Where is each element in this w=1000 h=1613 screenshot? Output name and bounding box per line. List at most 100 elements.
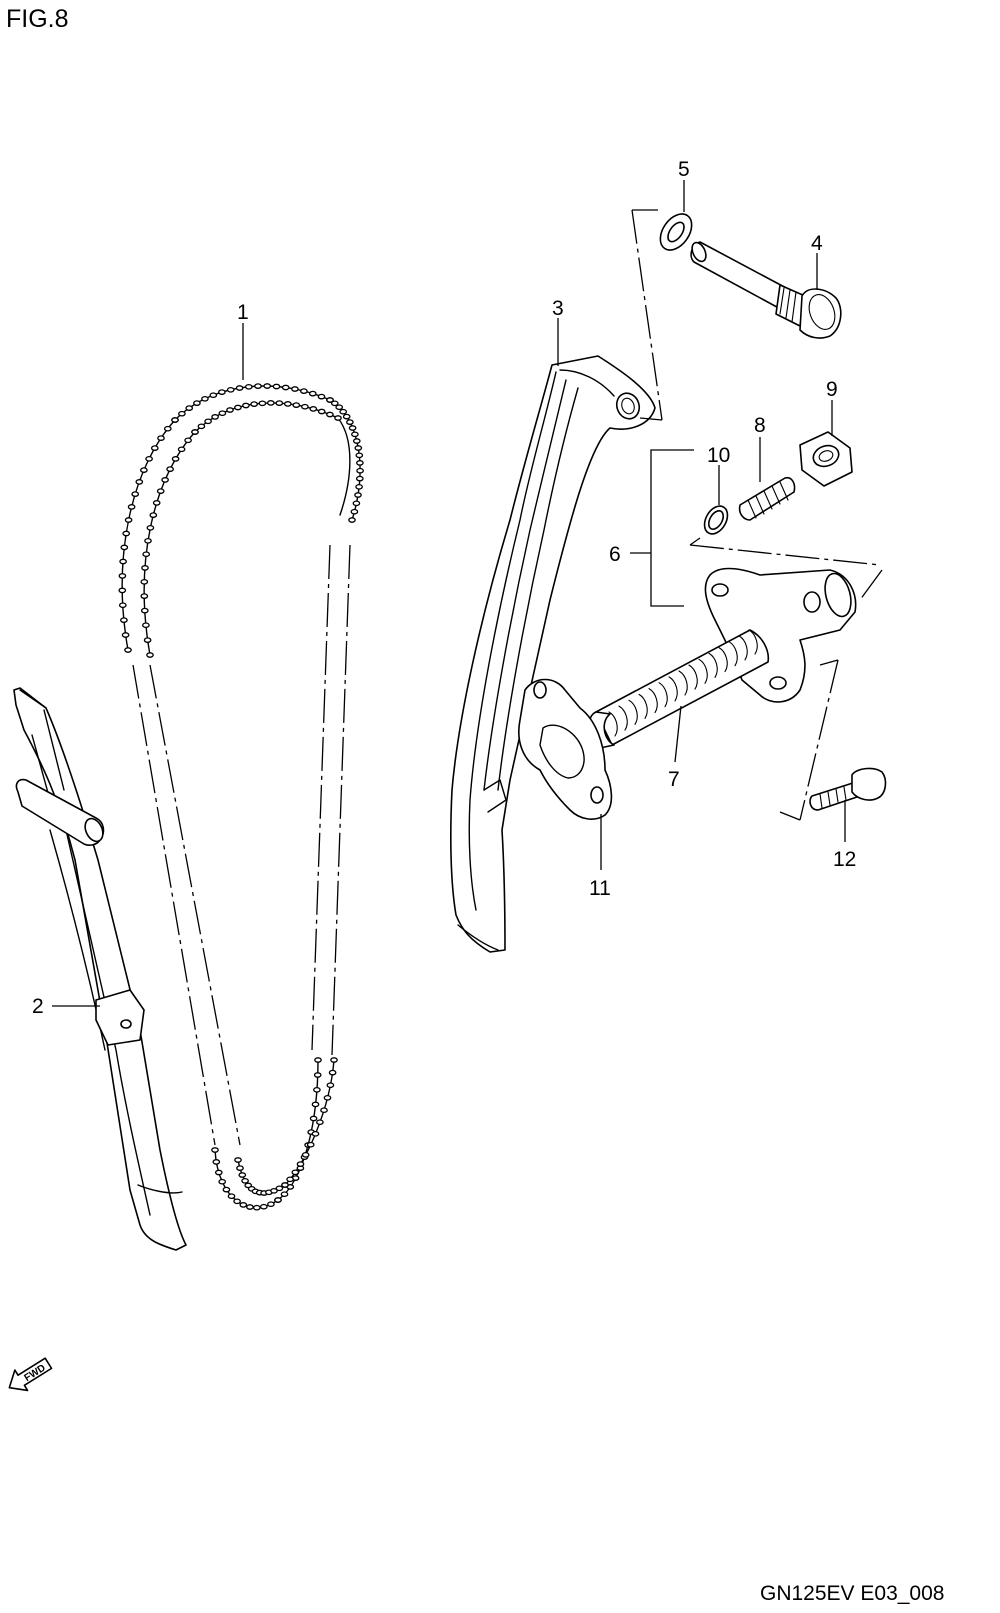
chain-link: [177, 446, 186, 453]
chain-link: [238, 1172, 247, 1178]
chain-link: [118, 573, 127, 579]
chain-link: [226, 407, 234, 413]
chain-link: [348, 517, 356, 523]
chain-link: [296, 1161, 305, 1167]
spring-coil: [658, 682, 668, 708]
chain-link: [326, 397, 334, 403]
cam-chain-tensioner: [450, 355, 656, 953]
spring-coil: [678, 670, 688, 696]
spring-coil: [628, 699, 638, 725]
chain-link: [281, 384, 290, 391]
chain-link: [309, 1115, 318, 1122]
chain-link: [227, 1193, 236, 1200]
chain-link: [233, 1198, 241, 1205]
chain-link: [218, 410, 227, 417]
chain-link: [241, 1177, 249, 1184]
chain-link: [141, 565, 149, 571]
chain-link: [280, 1191, 289, 1198]
chain-link: [127, 504, 136, 510]
adjuster-screw: [738, 476, 796, 521]
chain-link: [185, 405, 194, 411]
chain-link: [281, 1182, 289, 1188]
chain-link: [354, 492, 362, 498]
spring-coil: [748, 629, 758, 655]
chain-link: [218, 389, 226, 395]
chain-link: [135, 479, 144, 485]
chain-link: [211, 1147, 219, 1153]
spring-coil: [638, 693, 648, 719]
chain-link: [234, 404, 242, 411]
chain-link: [263, 383, 272, 389]
spring-coil: [728, 641, 738, 667]
o-ring: [703, 505, 729, 535]
callout-3: 3: [552, 297, 564, 320]
chain-link: [335, 404, 344, 411]
chain-link: [197, 423, 206, 430]
chain-link: [275, 400, 284, 406]
chain-link: [226, 386, 235, 393]
tensioner-bolt: [690, 241, 842, 339]
chain-link: [275, 1185, 284, 1192]
chain-link: [267, 1201, 275, 1208]
callout-8: 8: [754, 414, 766, 437]
chain-link: [209, 392, 218, 399]
chain-link: [330, 1057, 338, 1063]
chain-links-top: [118, 383, 364, 658]
chain-link: [311, 1130, 320, 1137]
nut: [799, 431, 853, 487]
chain-link: [323, 1094, 332, 1101]
chain-link: [348, 425, 357, 431]
chain-link: [320, 1107, 328, 1114]
chain-link: [122, 530, 131, 537]
chain-link: [242, 402, 250, 409]
chain-link: [146, 652, 154, 658]
chain-link: [326, 411, 334, 418]
chain-link: [258, 400, 267, 407]
chain-link: [266, 400, 275, 406]
chain-link: [211, 414, 219, 420]
chain-link: [163, 425, 172, 432]
chain-link: [161, 477, 169, 483]
chain-link: [142, 551, 151, 558]
chain-links-bottom: [211, 1057, 338, 1211]
chain-link: [145, 455, 153, 462]
chain-link: [214, 1169, 223, 1176]
chain-link: [330, 400, 339, 407]
callout-2: 2: [32, 995, 44, 1018]
chain-link: [314, 1057, 322, 1063]
chain-link: [144, 537, 152, 544]
tensioner-adjuster-body: [588, 567, 857, 749]
chain-link: [355, 483, 363, 490]
chain-link: [150, 445, 159, 451]
chain-link: [292, 402, 301, 408]
chain-link: [317, 393, 326, 400]
spring-coil: [648, 688, 658, 714]
chain-link: [306, 1141, 315, 1148]
chain-link: [246, 1204, 254, 1210]
chain-link: [204, 418, 212, 425]
chain-link: [326, 1082, 335, 1089]
chain-link: [283, 401, 292, 407]
chain-link: [234, 1157, 242, 1163]
leader-lines: [52, 180, 846, 1007]
chain-link: [355, 475, 364, 482]
chain-link: [156, 488, 165, 494]
chain-link: [140, 593, 149, 599]
chain-link: [252, 1204, 261, 1211]
chain-link: [259, 1203, 268, 1210]
chain-link: [239, 1202, 248, 1208]
chain-link: [212, 1159, 221, 1165]
figure-title: FIG.8: [6, 5, 69, 33]
chain-link: [140, 578, 149, 585]
callout-11: 11: [589, 877, 611, 900]
chain-link: [118, 587, 127, 594]
callout-4: 4: [811, 232, 823, 255]
chain-link: [272, 383, 281, 390]
figure-code: GN125EV E03_008: [760, 1582, 944, 1605]
chain-link: [140, 607, 149, 614]
chain-link: [356, 467, 364, 474]
chain-link: [157, 435, 165, 441]
spring-coil: [698, 658, 708, 684]
chain-link: [222, 1186, 231, 1193]
chain-link: [309, 406, 318, 412]
